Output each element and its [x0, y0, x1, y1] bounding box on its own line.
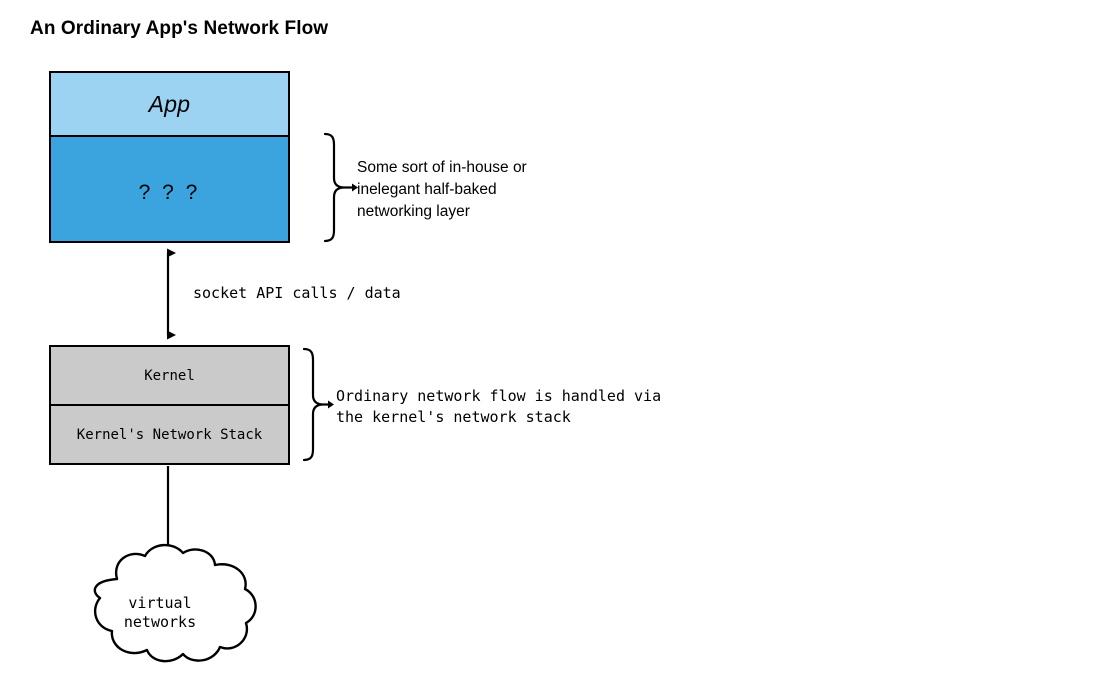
node-app: App — [51, 73, 288, 137]
annotation-kernel-layer-text: Ordinary network flow is handled via the… — [336, 387, 662, 426]
node-kernel-network-stack: Kernel's Network Stack — [51, 406, 288, 463]
app-stack-node: App ? ? ? — [49, 71, 290, 243]
brace-app-layer — [323, 132, 358, 243]
annotation-app-layer-text: Some sort of in-house or inelegant half-… — [357, 159, 527, 220]
node-unknown-networking-layer: ? ? ? — [51, 137, 288, 241]
page-title: An Ordinary App's Network Flow — [30, 18, 329, 39]
node-virtual-networks: virtual networks — [62, 552, 258, 672]
brace-kernel-layer — [302, 347, 334, 462]
kernel-stack-node: Kernel Kernel's Network Stack — [49, 345, 290, 465]
cloud-label: virtual networks — [123, 594, 197, 631]
edge-label-socket-api: socket API calls / data — [193, 284, 401, 302]
node-kernel: Kernel — [51, 347, 288, 406]
